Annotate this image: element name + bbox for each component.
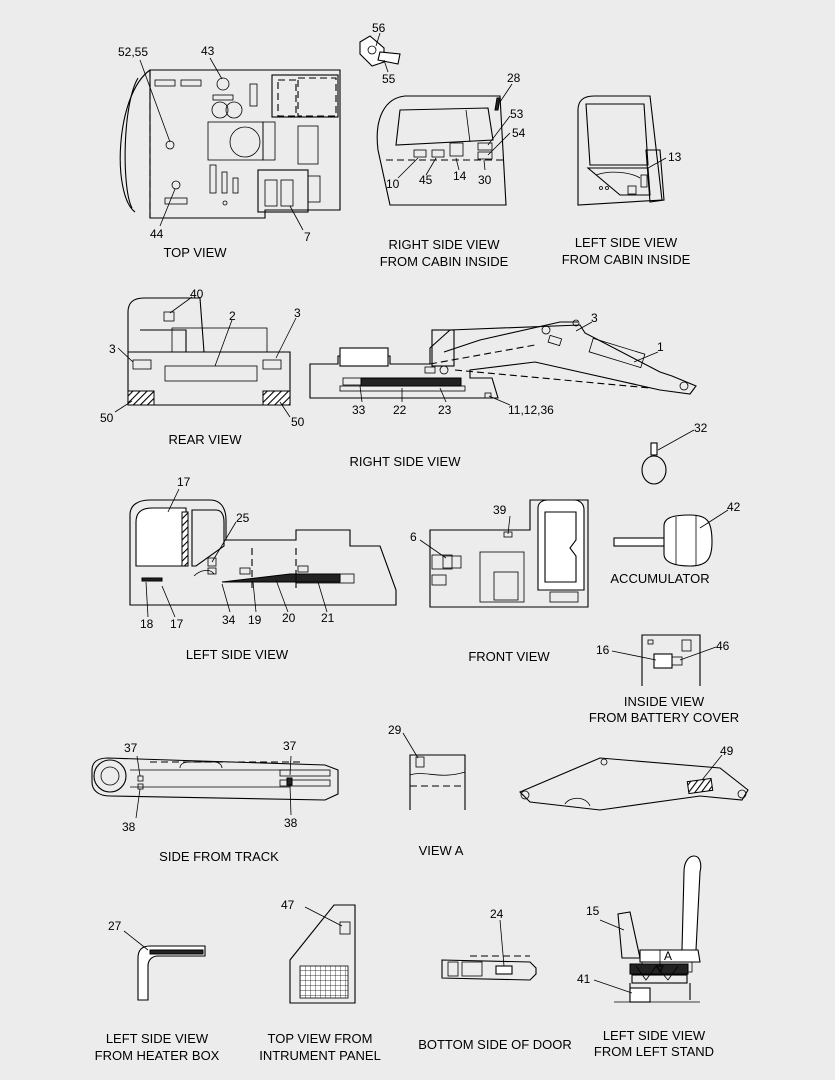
ring-32-drawing (641, 429, 695, 485)
label-view-a: VIEW A (419, 843, 464, 858)
callout-42: 42 (727, 500, 741, 514)
callout-54: 54 (512, 126, 526, 140)
callout-43: 43 (201, 44, 215, 58)
label-accumulator: ACCUMULATOR (610, 571, 709, 586)
label-rear-view: REAR VIEW (169, 432, 243, 447)
callout-50-right: 50 (291, 415, 305, 429)
callout-10: 10 (386, 177, 400, 191)
label-heater-1: LEFT SIDE VIEW (106, 1031, 209, 1046)
callout-17-bottom: 17 (170, 617, 184, 631)
callout-18: 18 (140, 617, 154, 631)
view-a-drawing (402, 732, 466, 810)
accumulator-drawing (613, 509, 729, 567)
callout-40: 40 (190, 287, 204, 301)
arm-49-drawing (519, 754, 749, 811)
callout-38-right: 38 (284, 816, 298, 830)
callout-44: 44 (150, 227, 164, 241)
top-view-drawing (119, 69, 341, 219)
callout-13: 13 (668, 150, 682, 164)
callout-A: A (664, 949, 672, 963)
right-side-view-drawing (309, 319, 697, 406)
left-side-view-drawing (129, 488, 397, 618)
bracket-56-drawing (359, 32, 401, 73)
callout-52-55: 52,55 (118, 45, 148, 59)
callout-14: 14 (453, 169, 467, 183)
callout-11-12-36: 11,12,36 (508, 403, 554, 417)
callout-34: 34 (222, 613, 236, 627)
callout-38-left: 38 (122, 820, 136, 834)
door-bottom-drawing (441, 919, 537, 981)
label-instrument-2: INTRUMENT PANEL (259, 1048, 381, 1063)
callout-27: 27 (108, 919, 122, 933)
label-top-view: TOP VIEW (163, 245, 227, 260)
callout-25: 25 (236, 511, 250, 525)
callout-30: 30 (478, 173, 492, 187)
label-heater-2: FROM HEATER BOX (95, 1048, 220, 1063)
callout-22: 22 (393, 403, 407, 417)
callout-39: 39 (493, 503, 507, 517)
callout-21: 21 (321, 611, 335, 625)
front-view-drawing (419, 499, 589, 608)
callout-55: 55 (382, 72, 396, 86)
label-right-cabin-2: FROM CABIN INSIDE (380, 254, 509, 269)
label-stand-1: LEFT SIDE VIEW (603, 1028, 706, 1043)
callout-32: 32 (694, 421, 708, 435)
callout-56: 56 (372, 21, 386, 35)
callout-53: 53 (510, 107, 524, 121)
callout-15: 15 (586, 904, 600, 918)
label-front-view: FRONT VIEW (468, 649, 550, 664)
cabin-right-inside-drawing (376, 83, 513, 206)
callout-37-right: 37 (283, 739, 297, 753)
instrument-panel-drawing (289, 904, 356, 1004)
callout-7: 7 (304, 230, 311, 244)
callout-17-top: 17 (177, 475, 191, 489)
callout-33: 33 (352, 403, 366, 417)
callout-20: 20 (282, 611, 296, 625)
callout-3-boom: 3 (591, 311, 598, 325)
top-view-leaders (139, 57, 304, 231)
callout-37-left: 37 (124, 741, 138, 755)
label-door-bottom: BOTTOM SIDE OF DOOR (418, 1037, 572, 1052)
callout-45: 45 (419, 173, 433, 187)
callout-49: 49 (720, 744, 734, 758)
side-track-drawing (91, 755, 339, 819)
label-battery-1: INSIDE VIEW (624, 694, 705, 709)
callout-1: 1 (657, 340, 664, 354)
label-instrument-1: TOP VIEW FROM (268, 1031, 373, 1046)
callout-16: 16 (596, 643, 610, 657)
label-battery-2: FROM BATTERY COVER (589, 710, 739, 725)
callout-2: 2 (229, 309, 236, 323)
callout-29: 29 (388, 723, 402, 737)
label-left-cabin-1: LEFT SIDE VIEW (575, 235, 678, 250)
callout-47: 47 (281, 898, 295, 912)
callout-3-right: 3 (294, 306, 301, 320)
battery-cover-drawing (611, 634, 717, 686)
callout-19: 19 (248, 613, 262, 627)
label-right-side-view: RIGHT SIDE VIEW (350, 454, 462, 469)
callout-46: 46 (716, 639, 730, 653)
callout-24: 24 (490, 907, 504, 921)
callout-23: 23 (438, 403, 452, 417)
seat-stand-drawing (593, 855, 702, 1003)
label-left-side-view: LEFT SIDE VIEW (186, 647, 289, 662)
label-side-track: SIDE FROM TRACK (159, 849, 279, 864)
label-stand-2: FROM LEFT STAND (594, 1044, 714, 1059)
heater-box-drawing (123, 930, 206, 1001)
callout-3-left: 3 (109, 342, 116, 356)
callout-50-left: 50 (100, 411, 114, 425)
rear-view-drawing (114, 296, 297, 418)
label-right-cabin-1: RIGHT SIDE VIEW (389, 237, 501, 252)
label-left-cabin-2: FROM CABIN INSIDE (562, 252, 691, 267)
callout-41: 41 (577, 972, 591, 986)
callout-6: 6 (410, 530, 417, 544)
callout-28: 28 (507, 71, 521, 85)
cabin-left-inside-drawing (577, 95, 667, 206)
